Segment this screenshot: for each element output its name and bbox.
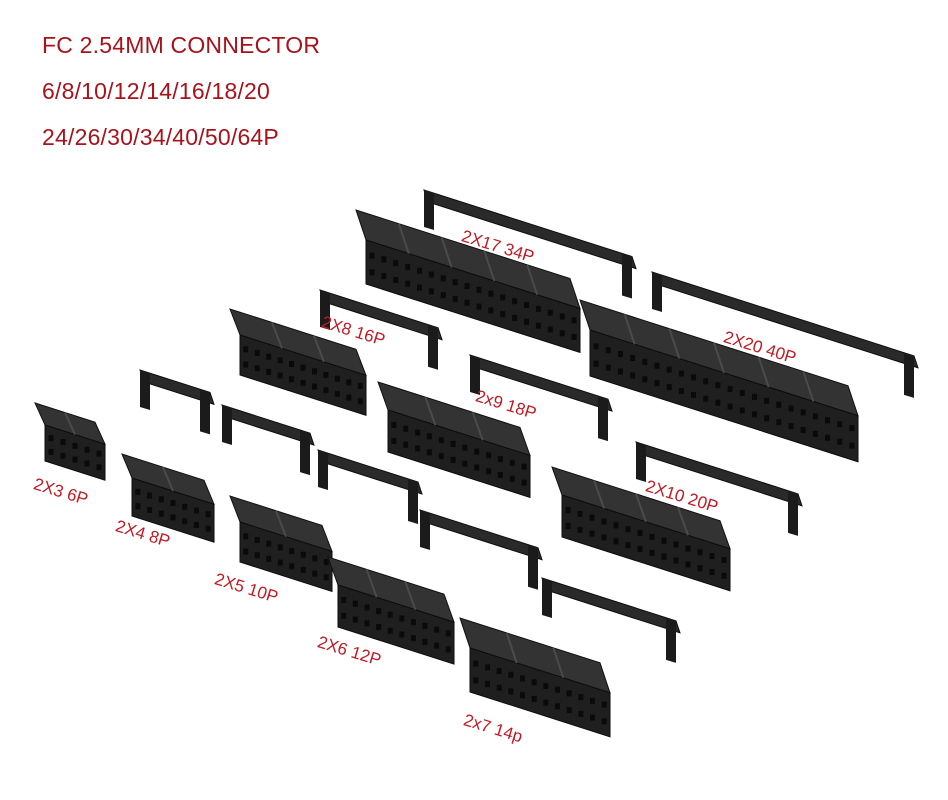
heading-line-2: 6/8/10/12/14/16/18/20 [42, 78, 271, 104]
housing-2x20 [579, 299, 859, 463]
cover-2x10 [635, 441, 803, 536]
heading-line-3: 24/26/30/34/40/50/64P [42, 124, 279, 150]
housing-2x9 [377, 381, 531, 499]
cover-2x3 [139, 369, 215, 435]
housing-2x6 [327, 556, 455, 665]
cover-2x17 [423, 189, 637, 299]
housing-2x17 [355, 209, 581, 354]
cover-2x8 [319, 289, 443, 370]
cover-2x4 [221, 404, 315, 476]
cover-2x5 [317, 449, 423, 524]
housing-2x5 [229, 495, 333, 593]
cover-2x20 [651, 271, 919, 398]
housing-2x3 [34, 402, 106, 481]
housing-2x8 [229, 308, 367, 417]
heading-line-1: FC 2.54MM CONNECTOR [42, 32, 321, 58]
housing-2x7 [459, 617, 611, 738]
cover-2x6 [419, 509, 543, 590]
cover-2x9 [469, 354, 613, 442]
housing-2x4 [121, 453, 215, 543]
housing-2x10 [551, 466, 731, 592]
cover-2x7 [541, 577, 681, 663]
